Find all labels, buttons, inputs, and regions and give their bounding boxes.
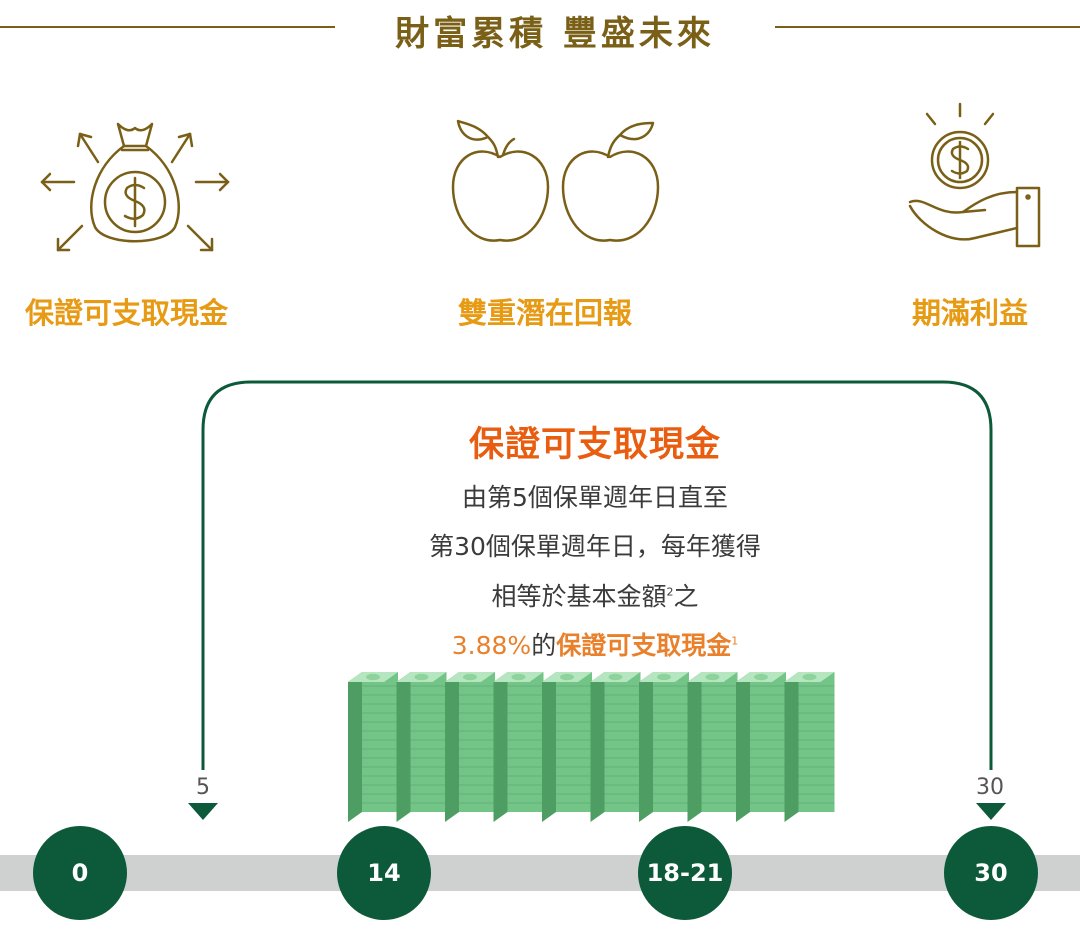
feature-label-dual-returns: 雙重潛在回報 [458, 296, 633, 330]
info-title: 保證可支取現金 [468, 425, 721, 465]
cash-stack [590, 672, 641, 822]
cash-stack [736, 672, 786, 822]
timeline-node-30: 30 [944, 826, 1038, 920]
marker-year-5: 5 [196, 775, 210, 800]
title-rule-right [775, 26, 1080, 28]
info-line-2: 第30個保單週年日，每年獲得 [429, 532, 761, 561]
cash-stack [493, 672, 544, 822]
timeline-node-18-21: 18-21 [638, 826, 732, 920]
period-bracket [188, 380, 1006, 820]
cash-stacks-illustration [348, 672, 835, 822]
page-title: 財富累積 豐盛未來 [395, 14, 715, 54]
money-bag-icon [40, 122, 230, 252]
cash-stack [542, 672, 592, 822]
arrow-down-marker-30 [976, 803, 1006, 820]
title-rule-left [0, 26, 335, 28]
feature-label-guaranteed-cash: 保證可支取現金 [25, 296, 229, 330]
cash-stack [396, 672, 447, 822]
cash-stack [348, 672, 398, 822]
cash-stack [784, 672, 835, 822]
timeline-node-0: 0 [33, 826, 127, 920]
arrow-down-marker-5 [188, 803, 218, 820]
cash-stack [639, 672, 689, 822]
marker-year-30: 30 [976, 775, 1004, 800]
feature-label-maturity-benefit: 期滿利益 [912, 296, 1029, 330]
guaranteed-rate: 3.88% [451, 631, 532, 660]
info-line-4: 3.88%的保證可支取現金1 [451, 631, 739, 660]
cash-stack [445, 672, 495, 822]
hand-coin-icon [908, 102, 1041, 248]
timeline-track [0, 855, 1080, 891]
cash-stack [687, 672, 738, 822]
info-line-3: 相等於基本金額2之 [491, 582, 699, 611]
info-line-1: 由第5個保單週年日直至 [462, 483, 728, 512]
timeline-node-14: 14 [337, 826, 431, 920]
apples-icon [451, 119, 660, 242]
